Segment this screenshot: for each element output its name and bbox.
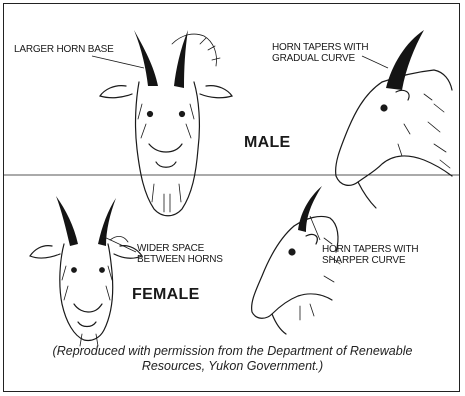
figure-frame: LARGER HORN BASE HORN TAPERS WITH GRADUA… (3, 3, 460, 392)
female-front-horn-right (98, 198, 116, 246)
label-horn-tapers-sharper-line1: HORN TAPERS WITH (322, 244, 418, 255)
pointer-wider-space (102, 236, 136, 252)
male-front-horn-right (174, 30, 188, 88)
female-side-head (252, 216, 340, 334)
pointer-gradual-curve (362, 56, 388, 68)
label-horn-tapers-gradual-line2: GRADUAL CURVE (272, 53, 355, 64)
pointer-larger-horn-base (92, 56, 144, 68)
label-wider-space-line1: WIDER SPACE (137, 243, 204, 254)
label-male: MALE (244, 134, 291, 152)
label-horn-tapers-sharper-line2: SHARPER CURVE (322, 255, 405, 266)
goat-illustration (4, 4, 460, 392)
figure-caption: (Reproduced with permission from the Dep… (4, 344, 460, 374)
pointer-sharper-curve (310, 216, 320, 240)
male-front-horn-left (134, 30, 158, 86)
label-female: FEMALE (132, 286, 200, 304)
label-wider-space-line2: BETWEEN HORNS (137, 254, 223, 265)
male-side-horn (386, 30, 424, 90)
caption-line1: (Reproduced with permission from the Dep… (4, 344, 460, 359)
female-front-horn-left (56, 196, 78, 246)
label-horn-tapers-gradual-line1: HORN TAPERS WITH (272, 42, 368, 53)
female-front-head (30, 236, 142, 346)
label-larger-horn-base: LARGER HORN BASE (14, 44, 114, 55)
male-side-head (336, 70, 452, 208)
male-front-head (100, 34, 232, 216)
caption-line2: Resources, Yukon Government.) (4, 359, 460, 374)
female-side-horn (298, 186, 322, 232)
